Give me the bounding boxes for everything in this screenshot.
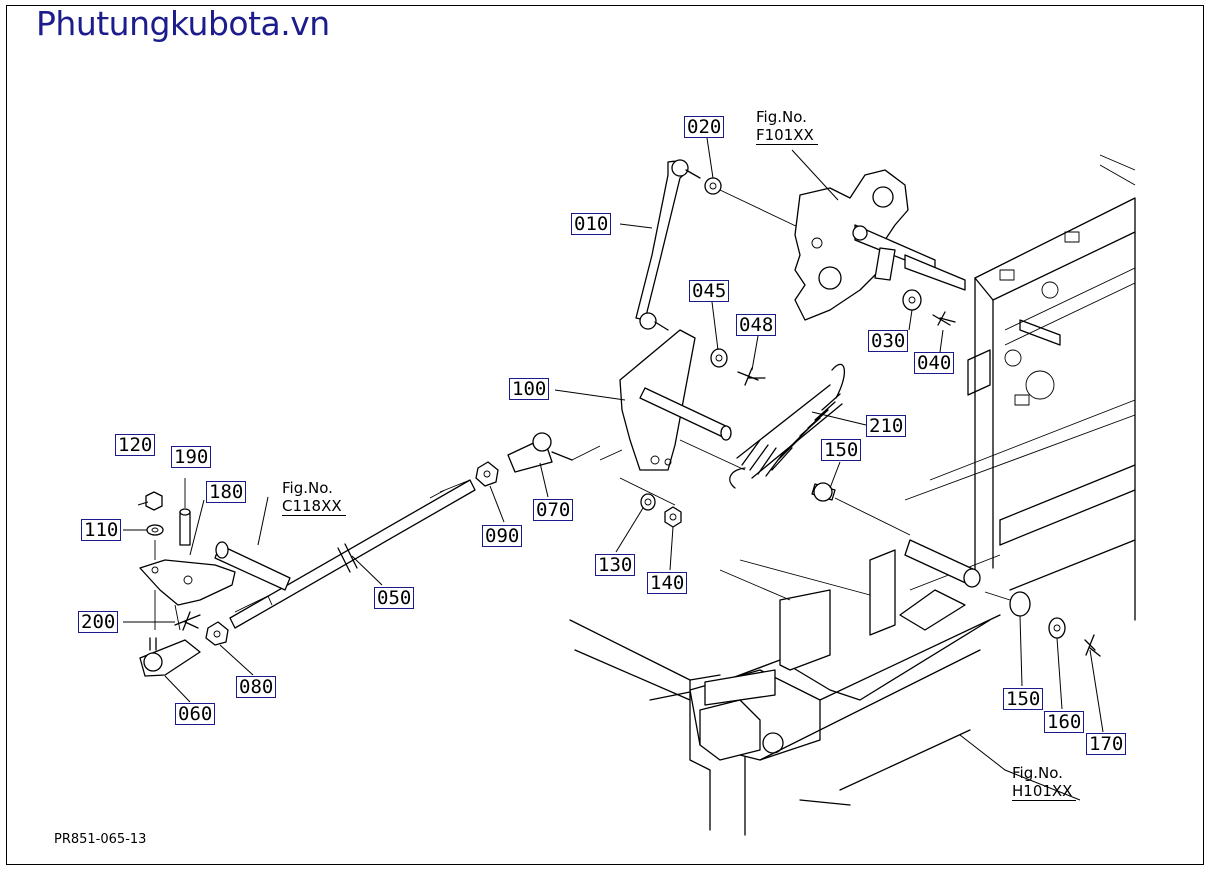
callout-030[interactable]: 030 [868,330,909,352]
c118-shaft [214,541,291,591]
part-080-nut [205,621,229,646]
callout-080[interactable]: 080 [236,676,277,698]
part-060-rod-end [139,637,201,677]
part-200-pin [174,611,201,631]
part-170-pin [1084,634,1101,657]
part-160-washer [1048,617,1066,639]
callout-100[interactable]: 100 [509,378,550,400]
part-140-nut [664,506,682,528]
callout-090[interactable]: 090 [482,525,523,547]
callout-210[interactable]: 210 [866,415,907,437]
callout-160[interactable]: 160 [1044,711,1085,733]
part-050-rod [229,479,476,629]
callout-040[interactable]: 040 [914,352,955,374]
callout-070[interactable]: 070 [533,499,574,521]
part-048-pin [737,367,766,386]
bracket-plate [794,169,966,321]
part-210-spring [729,363,846,489]
part-190-pin [179,478,191,546]
callout-120[interactable]: 120 [115,434,156,456]
fig-ref-label: Fig.No. [1012,764,1063,782]
callout-045[interactable]: 045 [689,280,730,302]
callout-130[interactable]: 130 [595,554,636,576]
fig-ref-label: Fig.No. [282,479,333,497]
part-150-bush-upper [811,482,981,588]
callout-200[interactable]: 200 [78,611,119,633]
part-040-pin [932,311,956,326]
diagram-frame [6,5,1204,865]
callout-048[interactable]: 048 [736,314,777,336]
callout-150-upper[interactable]: 150 [821,439,862,461]
callout-190[interactable]: 190 [171,446,212,468]
part-120-nut [145,491,163,511]
callout-010[interactable]: 010 [571,213,612,235]
part-150-bush-lower [984,591,1031,617]
part-030-washer [902,289,922,311]
chassis-frame [904,154,1136,621]
fig-ref-code: H101XX [1012,782,1077,801]
callout-140[interactable]: 140 [647,572,688,594]
part-020-nut [704,177,801,229]
fig-ref-f101xx: Fig.No. F101XX [756,108,818,145]
fig-ref-code: F101XX [756,126,818,145]
part-010-rod [635,159,701,331]
callout-020[interactable]: 020 [684,116,725,138]
fig-ref-code: C118XX [282,497,346,516]
callout-170[interactable]: 170 [1086,733,1127,755]
part-130-washer [640,493,656,511]
lower-frame [569,549,1001,836]
part-180-plate [139,559,236,631]
part-100-arm [599,329,746,506]
callout-060[interactable]: 060 [175,703,216,725]
callout-180[interactable]: 180 [206,481,247,503]
callout-050[interactable]: 050 [374,587,415,609]
fig-ref-c118xx: Fig.No. C118XX [282,479,346,516]
fig-ref-label: Fig.No. [756,108,807,126]
part-090-nut [475,461,499,487]
callout-110[interactable]: 110 [81,519,122,541]
callout-150-lower[interactable]: 150 [1003,688,1044,710]
part-070-rod-end [507,432,601,473]
fig-ref-h101xx: Fig.No. H101XX [1012,764,1077,801]
leader-lines [123,137,1104,801]
part-045-washer [710,348,728,368]
drawing-number: PR851-065-13 [54,832,147,847]
site-title: Phutungkubota.vn [36,4,330,43]
